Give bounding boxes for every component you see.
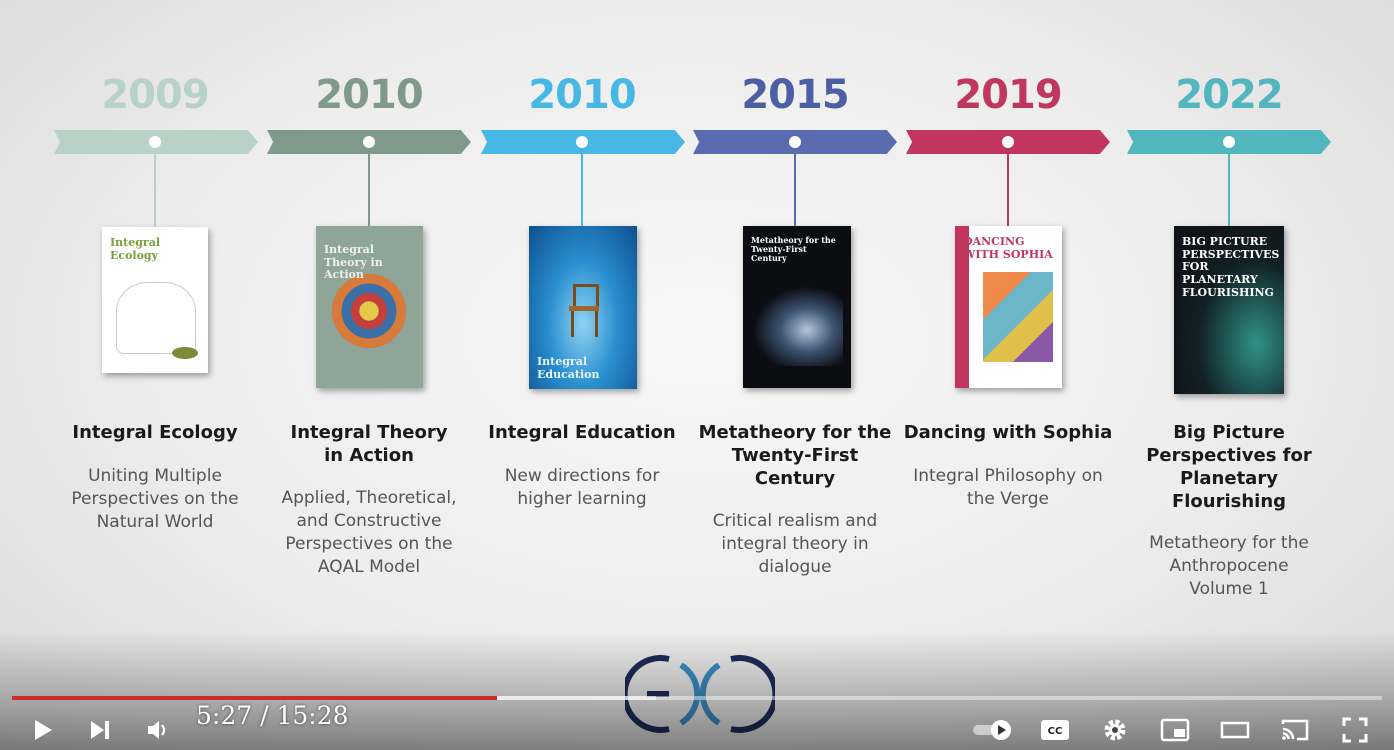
cover-title-line: Metatheory for the — [751, 235, 836, 245]
captions-button[interactable]: CC — [1037, 712, 1073, 748]
cover-title-line: BIG PICTURE — [1182, 235, 1268, 248]
book-subtitle: Uniting Multiple Perspectives on the Nat… — [71, 466, 239, 532]
book-subtitle: Applied, Theoretical, and Constructive P… — [281, 488, 457, 577]
cast-icon — [1281, 719, 1309, 741]
timeline-connector — [581, 148, 583, 228]
cover-title-line: Ecology — [110, 248, 159, 262]
captions-icon: CC — [1041, 720, 1069, 740]
cover-title-line: Integral Education — [537, 355, 600, 381]
timeline-year: 2009 — [101, 72, 209, 118]
book-cover: Integral Education — [529, 226, 637, 389]
book-subtitle: Metatheory for the Anthropocene Volume 1 — [1149, 533, 1309, 599]
timeline-dot — [789, 136, 801, 148]
timeline-dot — [363, 136, 375, 148]
volume-icon — [148, 721, 166, 739]
theater-mode-button[interactable] — [1217, 712, 1253, 748]
book-title: Dancing with Sophia — [903, 422, 1113, 443]
timeline-year: 2010 — [528, 72, 636, 118]
timeline-dot — [1223, 136, 1235, 148]
book-title: Metatheory for the Twenty-First Century — [698, 422, 892, 489]
cover-title-line: Twenty-First Century — [751, 244, 807, 264]
cover-title-line: WITH SOPHIA — [963, 247, 1053, 261]
book-cover: Integral Theory in Action — [316, 226, 423, 388]
play-icon — [35, 720, 52, 740]
cover-title-line: DANCING — [963, 235, 1025, 248]
autoplay-toggle[interactable] — [970, 712, 1016, 748]
timeline-dot — [149, 136, 161, 148]
fullscreen-button[interactable] — [1337, 712, 1373, 748]
timeline-year: 2022 — [1175, 72, 1283, 118]
next-icon — [91, 721, 109, 739]
book-subtitle: New directions for higher learning — [504, 466, 660, 509]
miniplayer-button[interactable] — [1157, 712, 1193, 748]
book-title: Integral Theory in Action — [290, 422, 448, 466]
cover-title-line: FOR PLANETARY — [1182, 260, 1258, 286]
fullscreen-icon — [1342, 717, 1368, 743]
miniplayer-icon — [1160, 718, 1190, 742]
timeline-connector — [1007, 148, 1009, 228]
progress-bar[interactable] — [12, 696, 1382, 700]
timeline-year: 2010 — [315, 72, 423, 118]
book-title: Big Picture Perspectives for Planetary F… — [1146, 422, 1312, 512]
book-title: Integral Ecology — [72, 422, 238, 443]
time-display: 5:27 / 15:28 — [196, 701, 349, 730]
timeline-connector — [154, 148, 156, 228]
book-title: Integral Education — [488, 422, 676, 443]
book-subtitle: Critical realism and integral theory in … — [712, 511, 878, 577]
cover-title-line: PERSPECTIVES — [1182, 247, 1280, 261]
timeline-connector — [368, 148, 370, 228]
timeline-year: 2019 — [954, 72, 1062, 118]
timeline-dot — [576, 136, 588, 148]
timeline-dot — [1002, 136, 1014, 148]
timeline-year: 2015 — [741, 72, 849, 118]
exo-logo — [625, 655, 775, 733]
next-button[interactable] — [82, 712, 118, 748]
timeline-connector — [794, 148, 796, 228]
cover-title-line: FLOURISHING — [1182, 285, 1274, 299]
cover-title-line: Integral Theory in Action — [324, 243, 383, 282]
book-subtitle: Integral Philosophy on the Verge — [913, 466, 1103, 509]
cast-button[interactable] — [1277, 712, 1313, 748]
timeline-connector — [1228, 148, 1230, 228]
theater-mode-icon — [1220, 721, 1250, 739]
captions-label: CC — [1048, 726, 1063, 737]
progress-played — [12, 696, 497, 700]
settings-button[interactable] — [1097, 712, 1133, 748]
cover-title-line: Integral — [110, 236, 161, 249]
gear-icon — [1104, 719, 1126, 741]
autoplay-toggle-icon — [973, 720, 1011, 740]
play-button[interactable] — [24, 712, 60, 748]
volume-button[interactable] — [140, 712, 176, 748]
